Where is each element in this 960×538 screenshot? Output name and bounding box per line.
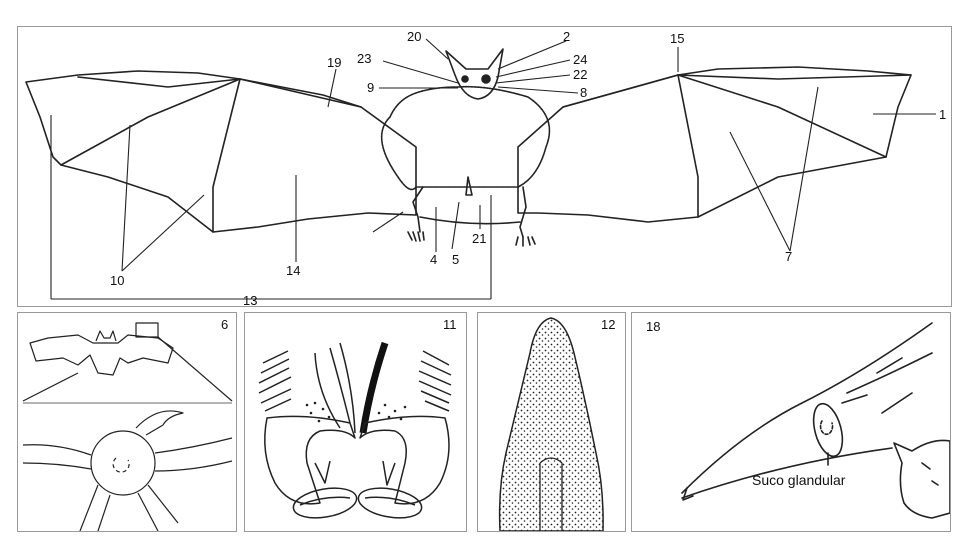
small-bat-head [96, 331, 116, 341]
label-19: 19 [327, 55, 341, 70]
claw [136, 411, 183, 435]
tongue-shape [500, 318, 604, 531]
label-4: 4 [430, 252, 437, 267]
right-finger-a [678, 75, 886, 157]
wing-arm-upper [682, 323, 932, 493]
label-21: 21 [472, 231, 486, 246]
left-finger-c [78, 77, 240, 87]
gland-illustration: 18 Suco glandular [632, 313, 950, 531]
left-finger-a [61, 79, 240, 165]
small-bat-body [30, 335, 173, 375]
left-jaw [265, 416, 355, 503]
genitalia [466, 177, 472, 195]
teeth-illustration: 11 [245, 313, 466, 531]
panel-gland: 18 Suco glandular [631, 312, 951, 532]
panel-wing-joint: 6 [17, 312, 237, 532]
label-9: 9 [367, 80, 374, 95]
label-7: 7 [785, 249, 792, 264]
label-15: 15 [670, 31, 684, 46]
right-finger-b [678, 75, 698, 217]
label-1: 1 [939, 107, 946, 122]
zoom-box [136, 323, 158, 337]
right-eye [482, 75, 490, 83]
bat-head [446, 49, 503, 99]
left-finger-b [213, 79, 240, 232]
panel-tongue: 12 [477, 312, 626, 532]
bat-illustration: 1 2 4 5 7 8 9 10 13 14 15 19 20 21 22 23… [18, 27, 951, 306]
right-leg [520, 187, 526, 237]
label-2: 2 [563, 29, 570, 44]
label-23: 23 [357, 51, 371, 66]
gland [808, 401, 847, 460]
right-fang [383, 461, 395, 485]
label-5: 5 [452, 252, 459, 267]
bat-body [382, 87, 550, 190]
bat-head-profile [894, 440, 950, 518]
label-22: 22 [573, 67, 587, 82]
left-eye [462, 76, 468, 82]
panel-18-label: 18 [646, 319, 660, 334]
label-8: 8 [580, 85, 587, 100]
left-foot [408, 232, 424, 241]
label-14: 14 [286, 263, 300, 278]
label-20: 20 [407, 29, 421, 44]
uropatagium [420, 217, 520, 224]
panel-teeth: 11 [244, 312, 467, 532]
wing-joint-illustration: 6 [18, 313, 236, 531]
label-24: 24 [573, 52, 587, 67]
right-foot [516, 237, 535, 246]
right-wing [518, 67, 911, 222]
right-jaw [360, 416, 449, 503]
tongue-illustration: 12 [478, 313, 625, 531]
left-leg [413, 187, 423, 232]
label-10: 10 [110, 273, 124, 288]
gland-caption: Suco glandular [752, 472, 846, 488]
left-fang [315, 461, 330, 483]
wing-gland-circle [91, 431, 155, 495]
panel-11-label: 11 [443, 317, 457, 332]
right-finger-c [678, 75, 911, 79]
main-bat-panel: 1 2 4 5 7 8 9 10 13 14 15 19 20 21 22 23… [17, 26, 952, 307]
label-13: 13 [243, 293, 257, 306]
panel-6-label: 6 [221, 317, 228, 332]
panel-12-label: 12 [601, 317, 615, 332]
